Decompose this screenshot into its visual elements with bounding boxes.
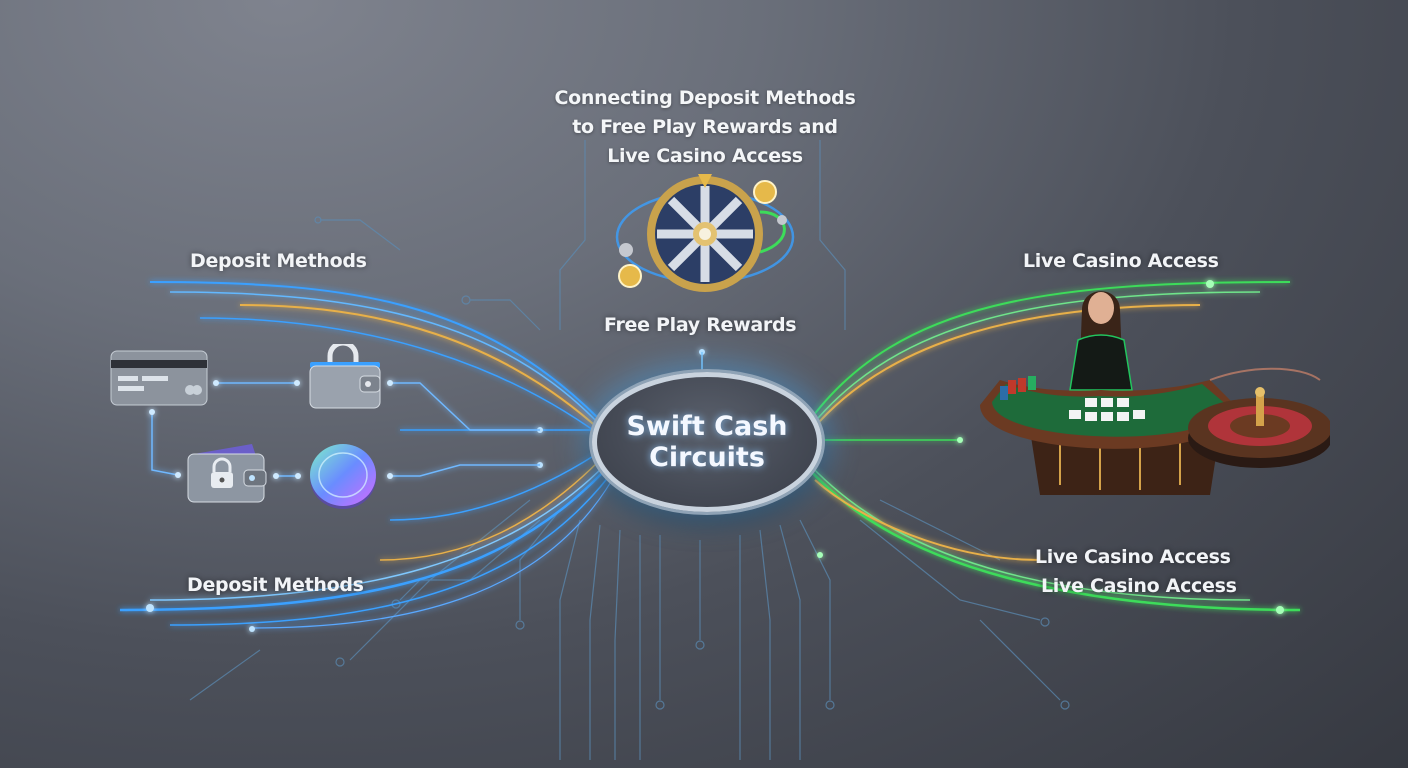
live-casino-scene — [980, 291, 1330, 495]
prize-wheel-icon — [615, 174, 795, 292]
hub-title-line-1: Swift Cash — [626, 411, 788, 442]
locked-wallet-icon — [309, 344, 381, 409]
swift-cash-circuits-hub: Swift Cash Circuits — [592, 372, 822, 512]
dealer-icon — [1069, 291, 1133, 391]
live-casino-access-label-bottom-2: Live Casino Access — [1041, 575, 1237, 597]
credit-card-icon — [110, 350, 208, 406]
headline-line-3: Live Casino Access — [607, 145, 803, 167]
headline: Connecting Deposit Methods to Free Play … — [520, 84, 890, 171]
free-play-rewards-label: Free Play Rewards — [604, 314, 797, 336]
headline-line-1: Connecting Deposit Methods — [554, 87, 856, 109]
secure-wallet-icon — [187, 444, 267, 503]
deposit-methods-label-bottom: Deposit Methods — [187, 574, 364, 596]
crypto-coin-icon — [310, 444, 376, 509]
roulette-wheel-icon — [1188, 367, 1330, 468]
hub-title-line-2: Circuits — [649, 442, 765, 473]
blackjack-table-icon — [980, 376, 1240, 495]
headline-line-2: to Free Play Rewards and — [572, 116, 838, 138]
live-casino-access-label-top: Live Casino Access — [1023, 250, 1219, 272]
live-casino-access-label-bottom-1: Live Casino Access — [1035, 546, 1231, 568]
deposit-methods-label-top: Deposit Methods — [190, 250, 367, 272]
